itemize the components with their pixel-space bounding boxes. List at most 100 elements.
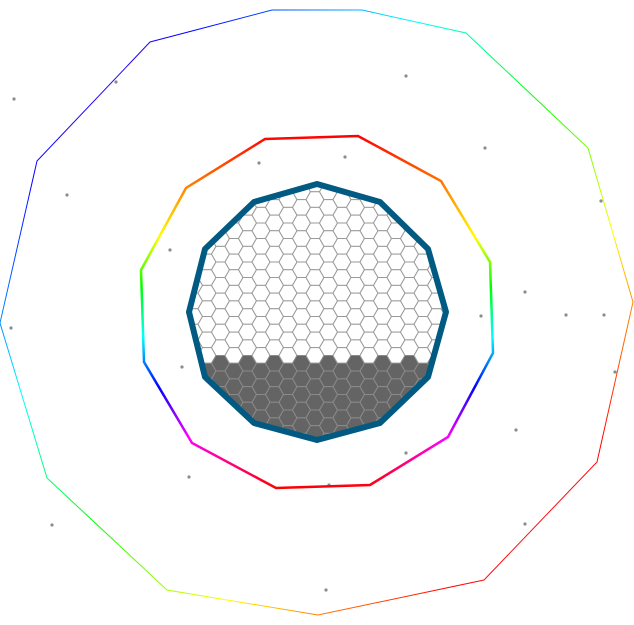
- hex-cell-filled[interactable]: [440, 378, 459, 395]
- hex-cell-empty[interactable]: [440, 238, 459, 255]
- hex-cell-empty[interactable]: [345, 168, 366, 185]
- hex-cell-empty[interactable]: [224, 176, 244, 193]
- hex-cell-empty[interactable]: [185, 168, 204, 185]
- hex-cell-empty[interactable]: [413, 206, 433, 224]
- hex-cell-filled[interactable]: [372, 432, 393, 449]
- hex-cell-empty[interactable]: [171, 253, 190, 271]
- hex-cell-filled[interactable]: [413, 425, 433, 442]
- hex-cell-empty[interactable]: [426, 214, 446, 232]
- hex-cell-filled[interactable]: [185, 386, 204, 403]
- hex-cell-empty[interactable]: [399, 184, 420, 201]
- hex-cell-filled[interactable]: [185, 401, 204, 419]
- dust-particle: [523, 290, 527, 294]
- hex-cell-empty[interactable]: [441, 161, 459, 177]
- hex-cell-empty[interactable]: [279, 161, 297, 177]
- hex-cell-filled[interactable]: [197, 393, 217, 411]
- hex-cell-empty[interactable]: [440, 206, 459, 224]
- hex-cell-filled[interactable]: [210, 417, 231, 434]
- hex-cell-filled[interactable]: [360, 441, 378, 457]
- hex-cell-empty[interactable]: [386, 176, 406, 193]
- hex-cell-empty[interactable]: [171, 161, 189, 177]
- hex-cell-filled[interactable]: [413, 409, 433, 427]
- hex-cell-empty[interactable]: [413, 176, 433, 193]
- hex-cell-empty[interactable]: [264, 168, 285, 185]
- hex-cell-filled[interactable]: [210, 432, 231, 449]
- hex-cell-empty[interactable]: [197, 206, 217, 224]
- hex-cell-filled[interactable]: [440, 393, 459, 411]
- hex-cell-filled[interactable]: [171, 441, 189, 457]
- hex-cell-filled[interactable]: [264, 432, 285, 449]
- hex-cell-filled[interactable]: [225, 441, 243, 457]
- hex-cell-empty[interactable]: [185, 214, 204, 232]
- hex-cell-filled[interactable]: [345, 432, 366, 449]
- hex-cell-filled[interactable]: [197, 425, 217, 442]
- hex-cell-empty[interactable]: [171, 331, 190, 349]
- hex-cell-empty[interactable]: [440, 269, 459, 286]
- hex-cell-empty[interactable]: [426, 199, 446, 216]
- hex-cell-filled[interactable]: [441, 441, 459, 457]
- hex-cell-empty[interactable]: [185, 230, 204, 247]
- hex-cell-empty[interactable]: [251, 176, 271, 193]
- hex-cell-empty[interactable]: [171, 222, 190, 240]
- hex-cell-empty[interactable]: [171, 300, 190, 317]
- hex-cell-empty[interactable]: [360, 161, 378, 177]
- hex-cell-empty[interactable]: [372, 184, 393, 201]
- hex-cell-empty[interactable]: [440, 253, 459, 271]
- hex-cell-empty[interactable]: [171, 269, 190, 286]
- hex-cell-empty[interactable]: [210, 184, 231, 201]
- hex-cell-empty[interactable]: [318, 168, 339, 185]
- hex-cell-filled[interactable]: [426, 401, 446, 419]
- hex-cell-empty[interactable]: [197, 191, 217, 208]
- hex-cell-empty[interactable]: [399, 168, 420, 185]
- hex-cell-empty[interactable]: [306, 161, 324, 177]
- hex-cell-empty[interactable]: [185, 199, 204, 216]
- hex-cell-empty[interactable]: [359, 176, 379, 193]
- hex-cell-empty[interactable]: [399, 199, 420, 216]
- hex-cell-filled[interactable]: [413, 393, 433, 411]
- hex-cell-filled[interactable]: [426, 417, 446, 434]
- hex-cell-empty[interactable]: [224, 191, 244, 208]
- hex-cell-empty[interactable]: [413, 191, 433, 208]
- hex-cell-filled[interactable]: [224, 425, 244, 442]
- container-border: [186, 181, 449, 443]
- hex-cell-filled[interactable]: [279, 441, 297, 457]
- hex-cell-empty[interactable]: [171, 238, 190, 255]
- hex-cell-filled[interactable]: [171, 393, 190, 411]
- hex-cell-empty[interactable]: [210, 199, 231, 216]
- hex-cell-empty[interactable]: [291, 168, 312, 185]
- hex-cell-empty[interactable]: [237, 168, 258, 185]
- hex-cell-filled[interactable]: [440, 362, 459, 380]
- hex-cell-filled[interactable]: [171, 378, 190, 395]
- hex-cell-filled[interactable]: [399, 432, 420, 449]
- hex-cell-empty[interactable]: [387, 161, 405, 177]
- hex-cell-filled[interactable]: [426, 386, 446, 403]
- hex-cell-filled[interactable]: [399, 417, 420, 434]
- hex-cell-empty[interactable]: [372, 168, 393, 185]
- hex-cell-filled[interactable]: [210, 401, 231, 419]
- hex-cell-filled[interactable]: [252, 441, 270, 457]
- hex-cell-grid[interactable]: [171, 161, 459, 457]
- hex-cell-empty[interactable]: [426, 230, 446, 247]
- dust-particle: [168, 248, 172, 252]
- hex-cell-empty[interactable]: [171, 347, 190, 364]
- hex-cell-filled[interactable]: [386, 425, 406, 442]
- hex-cell-filled[interactable]: [185, 417, 204, 434]
- hex-cell-empty[interactable]: [440, 347, 459, 364]
- hex-cell-filled[interactable]: [333, 441, 351, 457]
- hex-cell-filled[interactable]: [197, 409, 217, 427]
- hex-cell-empty[interactable]: [440, 331, 459, 349]
- hex-cell-empty[interactable]: [386, 191, 406, 208]
- hex-cell-empty[interactable]: [440, 222, 459, 240]
- hex-cell-filled[interactable]: [171, 362, 190, 380]
- hex-cell-empty[interactable]: [171, 284, 190, 302]
- hex-cell-filled[interactable]: [237, 432, 258, 449]
- hex-cell-filled[interactable]: [387, 441, 405, 457]
- hex-cell-empty[interactable]: [333, 161, 351, 177]
- hex-cell-empty[interactable]: [237, 184, 258, 201]
- hex-cell-empty[interactable]: [171, 316, 190, 333]
- hex-cell-empty[interactable]: [252, 161, 270, 177]
- hex-cell-empty[interactable]: [197, 222, 217, 240]
- hex-cell-filled[interactable]: [306, 441, 324, 457]
- hex-cell-filled[interactable]: [185, 370, 204, 388]
